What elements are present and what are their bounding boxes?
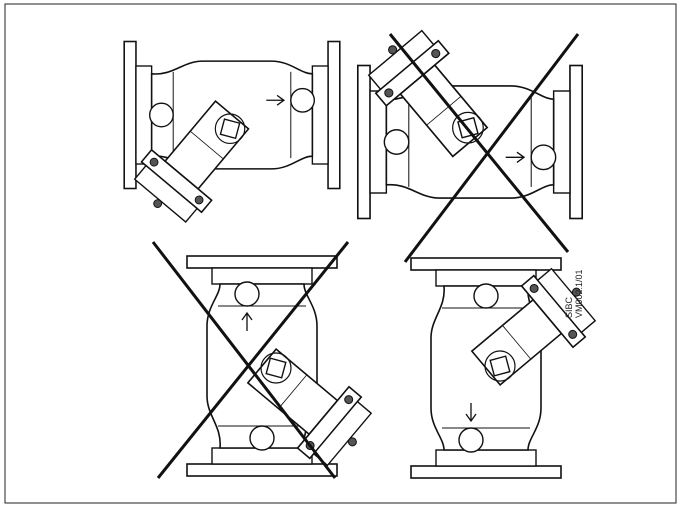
drawing-code: SIBC VM002.1/01 — [564, 269, 584, 318]
cross-bottom-left — [151, 241, 350, 479]
valve-top-right — [356, 19, 584, 220]
valve-bottom-left — [186, 255, 382, 477]
valve-top-left — [123, 40, 341, 233]
drawing-code-line2: VM002.1/01 — [574, 269, 584, 318]
cross-top-right — [388, 33, 580, 263]
figure-border — [4, 3, 677, 504]
drawing-code-line1: SIBC — [564, 296, 574, 318]
